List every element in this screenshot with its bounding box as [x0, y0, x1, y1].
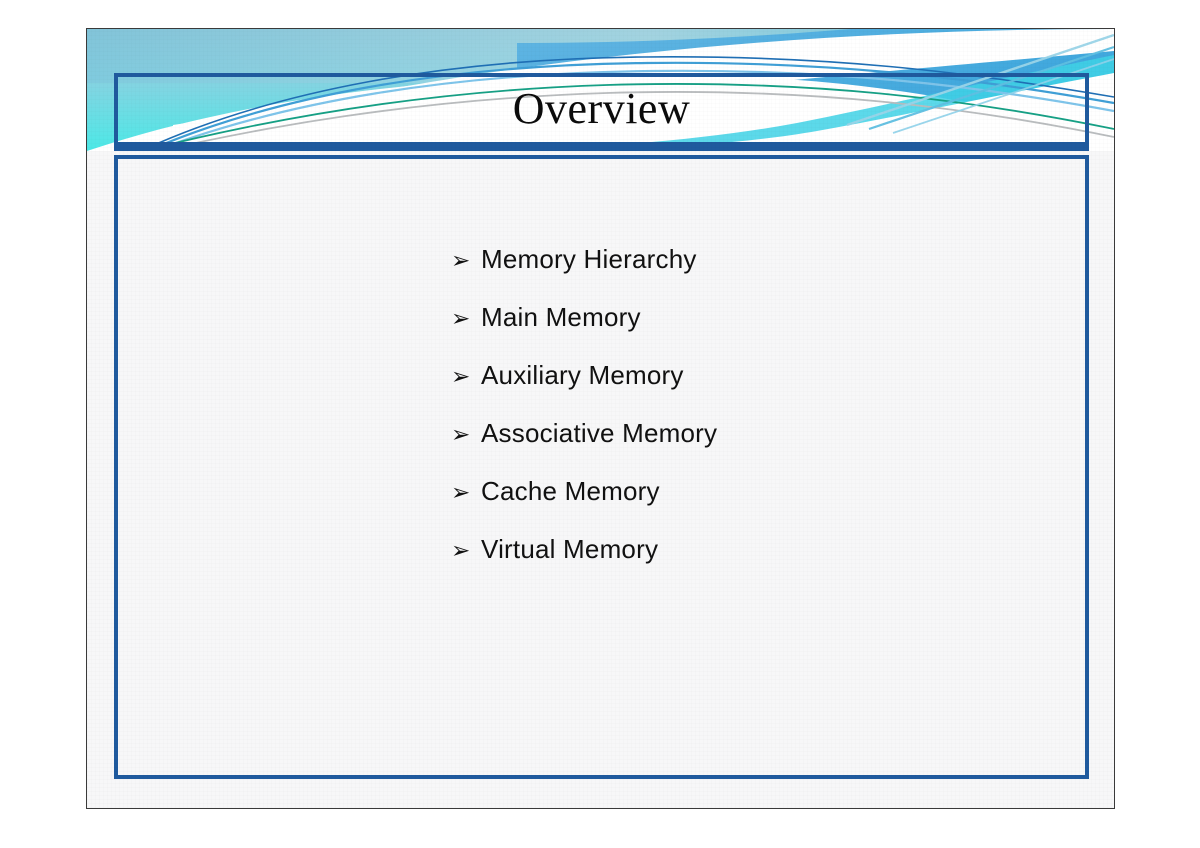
list-item-label: Memory Hierarchy — [481, 244, 697, 274]
arrow-bullet-icon: ➢ — [451, 306, 471, 332]
wave-layers — [87, 29, 1114, 151]
list-item-label: Associative Memory — [481, 418, 718, 448]
body-placeholder[interactable]: ➢ Memory Hierarchy ➢ Main Memory ➢ Auxil… — [114, 155, 1089, 779]
overview-bullet-list: ➢ Memory Hierarchy ➢ Main Memory ➢ Auxil… — [451, 244, 1011, 592]
list-item-label: Main Memory — [481, 302, 641, 332]
list-item[interactable]: ➢ Virtual Memory — [451, 534, 1011, 592]
arc-line-gray — [155, 91, 1114, 151]
arrow-bullet-icon: ➢ — [451, 480, 471, 506]
list-item[interactable]: ➢ Memory Hierarchy — [451, 244, 1011, 302]
arc-line-blue-1 — [146, 61, 1114, 151]
streak-line-1 — [846, 33, 1114, 127]
list-item[interactable]: ➢ Associative Memory — [451, 418, 1011, 476]
arrow-bullet-icon: ➢ — [451, 422, 471, 448]
header-decoration — [87, 29, 1114, 151]
arc-line-blue-2 — [151, 69, 1114, 151]
arc-line-teal — [138, 83, 1114, 151]
arrow-bullet-icon: ➢ — [451, 364, 471, 390]
slide-canvas: Overview ➢ Memory Hierarchy ➢ Main Memor… — [86, 28, 1115, 809]
title-placeholder[interactable]: Overview — [114, 73, 1089, 151]
arrow-bullet-icon: ➢ — [451, 538, 471, 564]
streak-line-2 — [868, 45, 1114, 131]
list-item-label: Cache Memory — [481, 476, 660, 506]
white-wedge — [537, 73, 1114, 151]
list-item-label: Auxiliary Memory — [481, 360, 684, 390]
streak-line-3 — [892, 58, 1114, 134]
list-item[interactable]: ➢ Main Memory — [451, 302, 1011, 360]
list-item[interactable]: ➢ Auxiliary Memory — [451, 360, 1011, 418]
page-title: Overview — [512, 84, 691, 133]
arrow-bullet-icon: ➢ — [451, 248, 471, 274]
header-wave-graphic — [87, 29, 1114, 151]
list-item-label: Virtual Memory — [481, 534, 659, 564]
list-item[interactable]: ➢ Cache Memory — [451, 476, 1011, 534]
